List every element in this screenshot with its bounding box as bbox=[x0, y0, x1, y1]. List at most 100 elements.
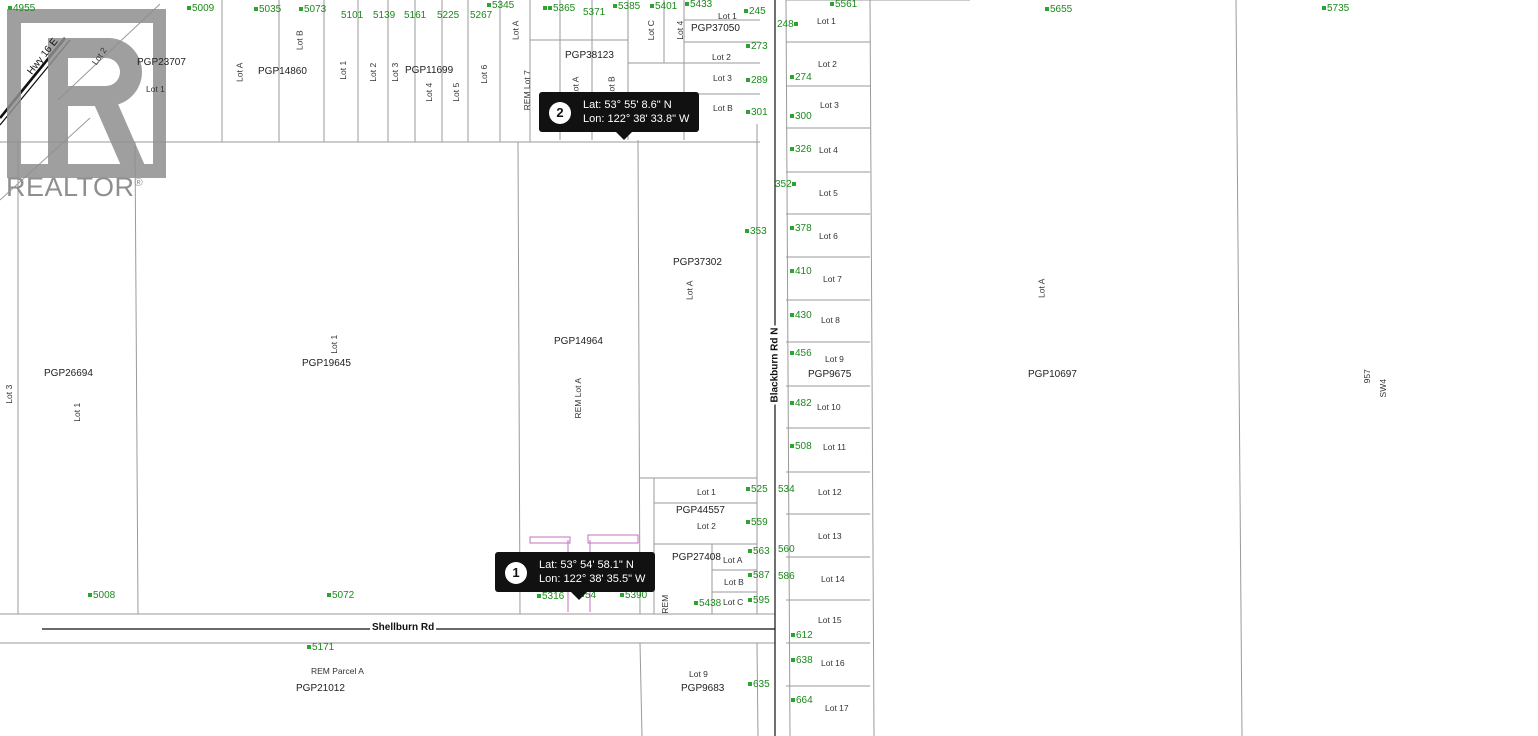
lot-label: REM bbox=[660, 594, 671, 614]
address-marker[interactable]: 5401 bbox=[650, 2, 677, 12]
address-marker[interactable]: 664 bbox=[791, 696, 813, 706]
lot-label: REM Parcel A bbox=[311, 666, 364, 676]
address-marker[interactable]: 5008 bbox=[88, 591, 115, 601]
address-marker[interactable]: 595 bbox=[748, 596, 770, 606]
plan-label: PGP11699 bbox=[405, 65, 454, 76]
address-marker[interactable]: 352 bbox=[775, 180, 797, 190]
lot-label: Lot 2 bbox=[368, 62, 379, 82]
address-marker[interactable]: 525 bbox=[746, 485, 768, 495]
lot-label: Lot 1 bbox=[72, 402, 83, 422]
address-marker[interactable]: 5171 bbox=[307, 643, 334, 653]
lot-label: Lot 3 bbox=[713, 73, 732, 83]
address-marker[interactable]: 410 bbox=[790, 267, 812, 277]
plan-label: PGP23707 bbox=[137, 57, 186, 68]
lot-label: Lot 9 bbox=[825, 354, 844, 364]
address-marker[interactable]: 353 bbox=[745, 227, 767, 237]
address-marker[interactable]: 5655 bbox=[1045, 5, 1072, 15]
address-marker[interactable]: 5390 bbox=[620, 591, 647, 601]
pin-pointer bbox=[616, 132, 632, 140]
lot-label: Lot 15 bbox=[818, 615, 842, 625]
lot-label: Lot 1 bbox=[817, 16, 836, 26]
address-marker[interactable]: 301 bbox=[746, 108, 768, 118]
location-pin-1[interactable]: 1 Lat: 53° 54' 58.1" N Lon: 122° 38' 35.… bbox=[495, 552, 656, 600]
address-marker[interactable]: 5073 bbox=[299, 5, 326, 15]
address-marker[interactable]: 5433 bbox=[685, 0, 712, 10]
lot-label: Lot 13 bbox=[818, 531, 842, 541]
address-marker[interactable]: 300 bbox=[790, 112, 812, 122]
address-marker[interactable]: 5365 bbox=[543, 4, 575, 14]
lot-label: REM Lot A bbox=[573, 377, 584, 419]
address-marker[interactable]: 559 bbox=[746, 518, 768, 528]
address-marker[interactable]: 5316 bbox=[537, 592, 564, 602]
lot-label: Lot 2 bbox=[818, 59, 837, 69]
lot-label: Lot 12 bbox=[818, 487, 842, 497]
address-marker[interactable]: 5438 bbox=[694, 599, 721, 609]
address-marker[interactable]: 482 bbox=[790, 399, 812, 409]
address-marker[interactable]: 560 bbox=[778, 544, 795, 555]
plan-label: PGP38123 bbox=[565, 50, 614, 61]
address-marker[interactable]: 430 bbox=[790, 311, 812, 321]
lot-label: Lot 8 bbox=[821, 315, 840, 325]
lot-label: Lot A bbox=[1036, 278, 1047, 298]
lot-label: Lot 4 bbox=[675, 20, 686, 40]
plan-label: PGP14860 bbox=[258, 66, 307, 77]
address-marker[interactable]: 635 bbox=[748, 680, 770, 690]
address-marker[interactable]: 534 bbox=[778, 484, 795, 495]
lot-label: Lot 5 bbox=[819, 188, 838, 198]
lot-label: Lot A bbox=[234, 62, 245, 82]
lot-label: Lot 3 bbox=[820, 100, 839, 110]
address-marker[interactable]: 5101 bbox=[341, 10, 364, 21]
plan-label: PGP37302 bbox=[673, 257, 722, 268]
address-marker[interactable]: 5161 bbox=[404, 10, 427, 21]
address-marker[interactable]: 5009 bbox=[187, 4, 214, 14]
address-marker[interactable]: 508 bbox=[790, 442, 812, 452]
address-marker[interactable]: 4955 bbox=[8, 4, 35, 14]
address-marker[interactable]: 5385 bbox=[613, 2, 640, 12]
address-marker[interactable]: 5035 bbox=[254, 5, 281, 15]
address-marker[interactable]: 586 bbox=[778, 571, 795, 582]
road-label-blackburn: Blackburn Rd N bbox=[769, 325, 781, 405]
address-marker[interactable]: 612 bbox=[791, 631, 813, 641]
lot-label: Lot 6 bbox=[479, 64, 490, 84]
address-marker[interactable]: 273 bbox=[746, 42, 768, 52]
pin-latitude: Lat: 53° 54' 58.1" N bbox=[539, 559, 634, 571]
lot-label: SW4 bbox=[1377, 379, 1388, 398]
address-marker[interactable]: 5225 bbox=[437, 10, 460, 21]
lot-label: Lot 4 bbox=[819, 145, 838, 155]
plan-label: PGP9683 bbox=[681, 683, 725, 694]
address-marker[interactable]: 274 bbox=[790, 73, 812, 83]
lot-label: Lot 1 bbox=[718, 11, 737, 21]
address-marker[interactable]: 5735 bbox=[1322, 4, 1349, 14]
address-marker[interactable]: 638 bbox=[791, 656, 813, 666]
address-marker[interactable]: 245 bbox=[744, 7, 766, 17]
location-pin-2[interactable]: 2 Lat: 53° 55' 8.6" N Lon: 122° 38' 33.8… bbox=[539, 92, 700, 140]
address-marker[interactable]: 289 bbox=[746, 76, 768, 86]
lot-label: Lot 16 bbox=[821, 658, 845, 668]
address-marker[interactable]: 587 bbox=[748, 571, 770, 581]
address-marker[interactable]: 5267 bbox=[470, 10, 493, 21]
lot-label: Lot 11 bbox=[823, 442, 847, 452]
address-marker[interactable]: 326 bbox=[790, 145, 812, 155]
pin-pointer bbox=[571, 592, 587, 600]
address-marker[interactable]: 5371 bbox=[583, 7, 606, 18]
address-marker[interactable]: 248 bbox=[777, 20, 799, 30]
plan-label: PGP27408 bbox=[672, 552, 721, 563]
address-marker[interactable]: 5345 bbox=[487, 1, 514, 11]
address-marker[interactable]: 5139 bbox=[373, 10, 396, 21]
lot-label: Lot 10 bbox=[817, 402, 841, 412]
lot-label: Lot 3 bbox=[390, 62, 401, 82]
lot-label: 957 bbox=[1361, 369, 1372, 384]
address-marker[interactable]: 5561 bbox=[830, 0, 857, 10]
pin-latitude: Lat: 53° 55' 8.6" N bbox=[583, 99, 672, 111]
address-marker[interactable]: 5072 bbox=[327, 591, 354, 601]
pin-number: 1 bbox=[505, 562, 527, 584]
pin-longitude: Lon: 122° 38' 33.8" W bbox=[583, 113, 690, 125]
realtor-r-logo-icon bbox=[7, 9, 166, 178]
address-marker[interactable]: 563 bbox=[748, 547, 770, 557]
address-marker[interactable]: 378 bbox=[790, 224, 812, 234]
lot-label: Lot 2 bbox=[697, 521, 716, 531]
address-marker[interactable]: 456 bbox=[790, 349, 812, 359]
lot-label: Lot 9 bbox=[689, 669, 708, 679]
plan-label: PGP21012 bbox=[296, 683, 345, 694]
